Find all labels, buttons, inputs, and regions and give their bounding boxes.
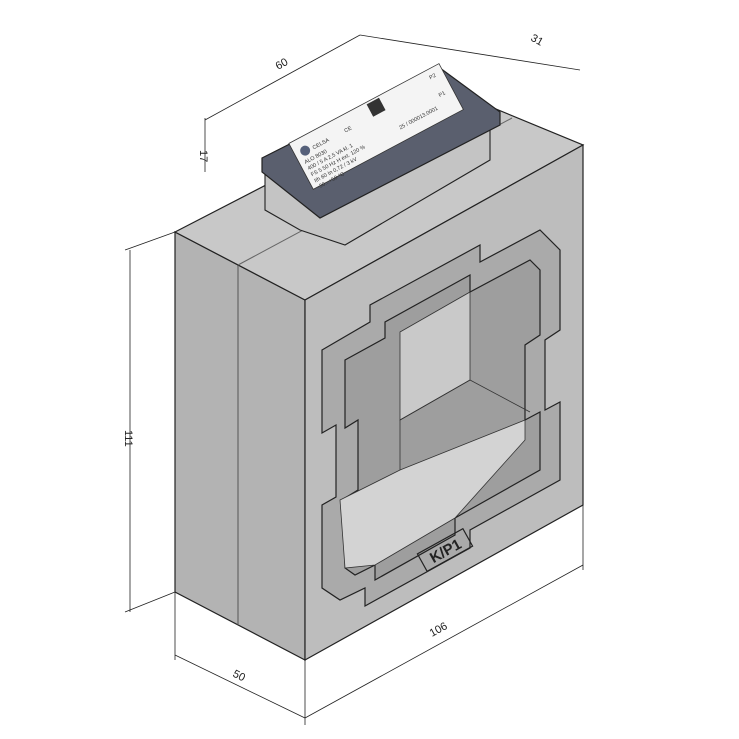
qr-code-icon: [366, 97, 386, 117]
celsa-logo-icon: [300, 145, 311, 156]
dim-terminal-height: 17: [197, 150, 209, 162]
ce-mark: CE: [344, 125, 354, 134]
dimension-lines: [124, 34, 584, 725]
dim-width: 106: [428, 620, 450, 639]
p1-label: P1: [438, 90, 447, 98]
nameplate: CELSA CE ALO 8030 400 / 5 A 2,5 VA kl. 1…: [288, 63, 464, 191]
dim-depth: 31: [529, 32, 546, 48]
dim-height: 111: [122, 430, 134, 447]
dim-thickness: 50: [231, 668, 247, 684]
dim-length: 60: [274, 56, 291, 72]
window-inner-floor: [339, 419, 526, 569]
p2-label: P2: [429, 73, 438, 81]
side-face: [174, 231, 306, 661]
